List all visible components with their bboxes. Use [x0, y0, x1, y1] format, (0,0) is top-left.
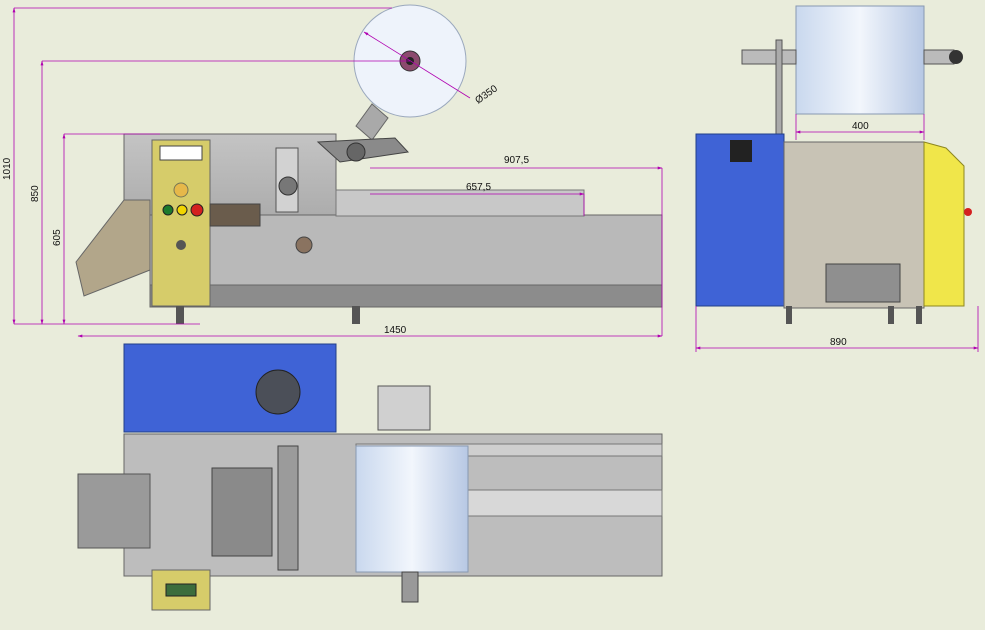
top-view — [77, 343, 663, 611]
sealing-head — [209, 137, 410, 227]
film-roll-end — [795, 5, 925, 115]
end-view — [695, 5, 972, 324]
roll-support-arm — [355, 103, 389, 141]
start-button-icon — [162, 204, 174, 216]
yellow-guard — [923, 141, 965, 307]
dim-roll-width: 400 — [852, 121, 869, 132]
dim-overall-height: 1010 — [2, 157, 13, 180]
side-view — [75, 4, 663, 324]
dim-outfeed-length: 657,5 — [466, 182, 491, 193]
discharge-chute — [75, 199, 151, 297]
control-panel-side — [151, 139, 211, 307]
dim-frame-height: 605 — [52, 229, 63, 246]
motor-cover-end — [695, 133, 785, 307]
motor-cover-top — [123, 343, 337, 433]
dim-roll-axis-height: 850 — [30, 185, 41, 202]
dim-overall-width: 890 — [830, 337, 847, 348]
film-roll-top — [355, 445, 469, 573]
emergency-stop-icon — [190, 203, 204, 217]
end-dimensions — [695, 114, 979, 352]
dim-roll-diameter: Ø350 — [473, 83, 500, 106]
dim-length: 1450 — [384, 325, 407, 336]
side-dimensions — [12, 7, 663, 338]
discharge-plate-top — [77, 473, 151, 549]
dim-infeed-length: 907,5 — [504, 155, 529, 166]
